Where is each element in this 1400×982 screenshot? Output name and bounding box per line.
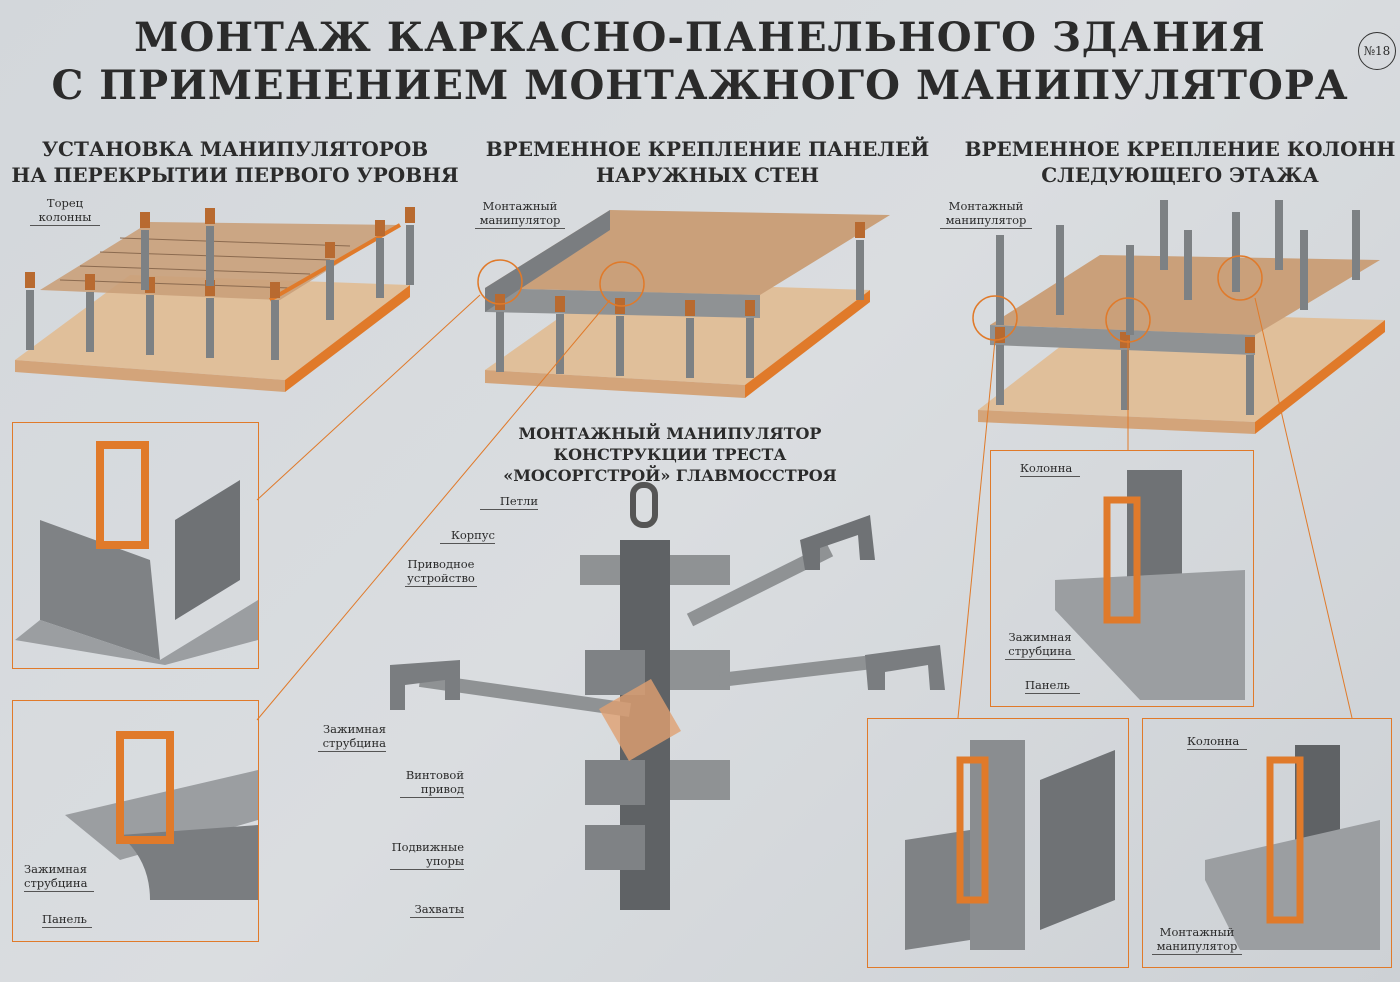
label-drive-device: Приводное устройство — [405, 557, 477, 587]
sheet-number: №18 — [1358, 32, 1396, 70]
inset-right-top — [990, 450, 1254, 707]
label-manipulator-mid: Монтажный манипулятор — [475, 199, 565, 229]
center-line2: КОНСТРУКЦИИ ТРЕСТА — [553, 445, 787, 464]
inset-left-bottom-drawing — [65, 731, 258, 900]
inset-right-bottom-right — [1142, 718, 1392, 968]
inset-left-top-drawing — [15, 441, 258, 665]
poster-title-line1: МОНТАЖ КАРКАСНО-ПАНЕЛЬНОГО ЗДАНИЯ — [134, 14, 1266, 61]
label-clamp-center: Зажимная струбцина — [318, 722, 386, 752]
slab-illustration-left — [15, 207, 415, 392]
center-line1: МОНТАЖНЫЙ МАНИПУЛЯТОР — [518, 424, 822, 443]
label-loops: Петли — [480, 494, 538, 510]
manipulator-drawing — [390, 482, 945, 910]
label-column-r1: Колонна — [1020, 461, 1080, 477]
section-middle-line1: ВРЕМЕННОЕ КРЕПЛЕНИЕ ПАНЕЛЕЙ — [485, 137, 930, 161]
label-column-end: Торец колонны — [30, 196, 100, 226]
label-screw-drive: Винтовой привод — [400, 768, 464, 798]
label-panel-r1: Панель — [1025, 678, 1080, 694]
label-column-r3: Колонна — [1187, 734, 1247, 750]
label-grips: Захваты — [410, 902, 464, 918]
inset-right-bottom-right-drawing — [1205, 745, 1380, 950]
label-movable-stops: Подвижные упоры — [390, 840, 464, 870]
section-left-line1: УСТАНОВКА МАНИПУЛЯТОРОВ — [41, 137, 429, 161]
inset-left-bottom — [12, 700, 259, 942]
section-right-heading: ВРЕМЕННОЕ КРЕПЛЕНИЕ КОЛОНН СЛЕДУЮЩЕГО ЭТ… — [960, 136, 1400, 188]
inset-right-bottom-left-drawing — [905, 740, 1115, 950]
section-right-line2: СЛЕДУЮЩЕГО ЭТАЖА — [1041, 163, 1319, 187]
section-middle-heading: ВРЕМЕННОЕ КРЕПЛЕНИЕ ПАНЕЛЕЙ НАРУЖНЫХ СТЕ… — [470, 136, 945, 188]
label-manipulator-right: Монтажный манипулятор — [940, 199, 1032, 229]
label-panel-left: Панель — [42, 912, 92, 928]
label-clamp-left: Зажимная струбцина — [24, 862, 94, 892]
section-middle-line2: НАРУЖНЫХ СТЕН — [595, 163, 820, 187]
label-clamp-r1: Зажимная струбцина — [1005, 630, 1075, 660]
section-right-line1: ВРЕМЕННОЕ КРЕПЛЕНИЕ КОЛОНН — [964, 137, 1396, 161]
label-manipulator-r3: Монтажный манипулятор — [1152, 925, 1242, 955]
inset-right-bottom-left — [867, 718, 1129, 968]
slab-illustration-right — [972, 200, 1385, 434]
section-left-line2: НА ПЕРЕКРЫТИИ ПЕРВОГО УРОВНЯ — [11, 163, 459, 187]
poster-title-line2: С ПРИМЕНЕНИЕМ МОНТАЖНОГО МАНИПУЛЯТОРА — [51, 62, 1349, 109]
center-heading: МОНТАЖНЫЙ МАНИПУЛЯТОР КОНСТРУКЦИИ ТРЕСТА… — [500, 423, 840, 486]
slab-illustration-middle — [477, 210, 890, 398]
section-left-heading: УСТАНОВКА МАНИПУЛЯТОРОВ НА ПЕРЕКРЫТИИ ПЕ… — [0, 136, 470, 188]
inset-left-top — [12, 422, 259, 669]
label-body: Корпус — [440, 528, 495, 544]
center-line3: «МОСОРГСТРОЙ» ГЛАВМОССТРОЯ — [503, 466, 837, 485]
inset-right-top-drawing — [1055, 470, 1245, 700]
